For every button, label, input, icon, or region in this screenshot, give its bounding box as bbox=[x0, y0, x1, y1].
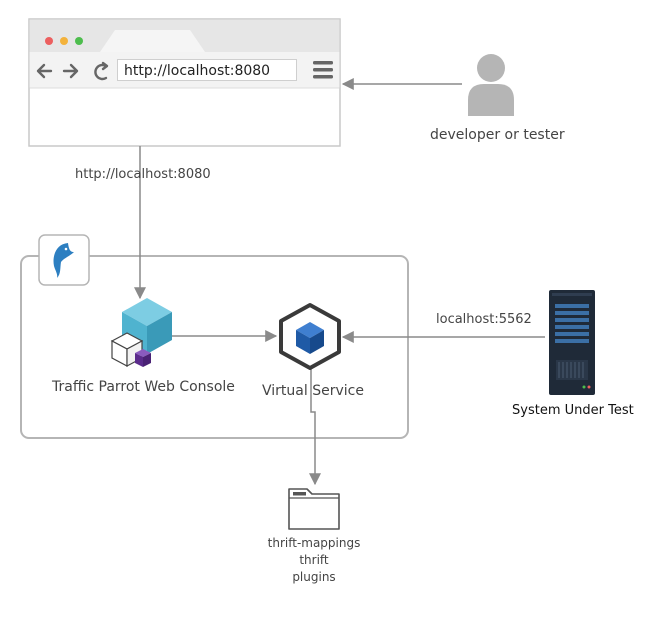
edge-label-localhost-5562: localhost:5562 bbox=[436, 312, 532, 327]
console-label: Traffic Parrot Web Console bbox=[52, 379, 235, 395]
menu-icon[interactable] bbox=[313, 61, 333, 79]
minimize-dot[interactable] bbox=[60, 37, 68, 45]
folder-icon bbox=[288, 488, 340, 530]
browser-window bbox=[28, 18, 341, 147]
traffic-parrot-group bbox=[20, 255, 409, 439]
edge-label-localhost-8080: http://localhost:8080 bbox=[75, 167, 211, 182]
maximize-dot[interactable] bbox=[75, 37, 83, 45]
sut-label: System Under Test bbox=[512, 403, 634, 418]
parrot-logo bbox=[38, 234, 90, 286]
arrow-right-icon[interactable] bbox=[62, 63, 79, 79]
folder-item: thrift bbox=[299, 553, 329, 567]
folder-contents: thrift-mappings thrift plugins bbox=[254, 535, 374, 586]
arrow-left-icon[interactable] bbox=[36, 63, 53, 79]
folder-item: thrift-mappings bbox=[267, 536, 361, 550]
actor-label: developer or tester bbox=[430, 127, 565, 143]
close-dot[interactable] bbox=[45, 37, 53, 45]
edge-virtual-to-folder bbox=[309, 368, 321, 486]
browser-tab[interactable] bbox=[100, 30, 205, 52]
server-icon bbox=[549, 290, 595, 395]
virtual-service-icon bbox=[279, 303, 341, 370]
console-cube-icon bbox=[110, 298, 172, 367]
reload-icon[interactable] bbox=[94, 61, 109, 81]
url-input[interactable]: http://localhost:8080 bbox=[117, 59, 297, 81]
user-icon bbox=[468, 54, 514, 116]
folder-item: plugins bbox=[292, 570, 336, 584]
virtual-service-label: Virtual Service bbox=[262, 383, 364, 399]
